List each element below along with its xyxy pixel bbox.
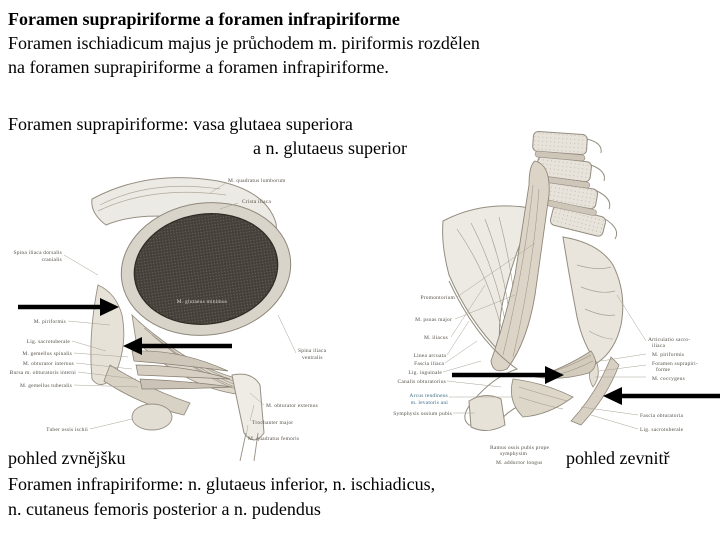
suprapiriforme-line-1: Foramen suprapiriforme: vasa glutaea sup… — [8, 114, 353, 134]
gluteal-muscle-mass — [120, 202, 292, 336]
obturator-internus-muscle — [510, 378, 574, 418]
piriformis-muscle — [534, 350, 596, 379]
gemelli-obturator-muscles — [131, 350, 233, 431]
intervertebral-discs — [534, 150, 597, 216]
suprapiriforme-line-2: a n. glutaeus superior — [253, 138, 407, 158]
pelvic-brim-pubis — [448, 280, 519, 431]
intro-line-2: na foramen suprapiriforme a foramen infr… — [8, 57, 389, 77]
psoas-major-muscle — [490, 160, 550, 372]
intro-line-1: Foramen ischiadicum majus je průchodem m… — [8, 33, 480, 53]
label-leader-lines — [442, 242, 647, 430]
infrapiriforme-line-2: n. cutaneus femoris posterior a n. puden… — [8, 499, 321, 519]
infrapiriforme-line-1: Foramen infrapiriforme: n. glutaeus infe… — [8, 474, 436, 494]
slide-title: Foramen suprapiriforme a foramen infrapi… — [8, 9, 400, 29]
sacrotuberal-ligament — [570, 356, 620, 426]
femur-trochanter — [231, 373, 265, 462]
figure-pelvis-external-view — [63, 177, 297, 462]
caption-external-view: pohled zvnějšku — [8, 448, 126, 468]
figure-pelvis-internal-view — [442, 130, 647, 431]
label-leader-lines — [63, 182, 297, 438]
lumbar-vertebrae — [532, 130, 607, 237]
sacrum — [562, 236, 624, 388]
caption-internal-view: pohled zevnitř — [566, 448, 670, 468]
spinous-processes — [586, 138, 618, 240]
